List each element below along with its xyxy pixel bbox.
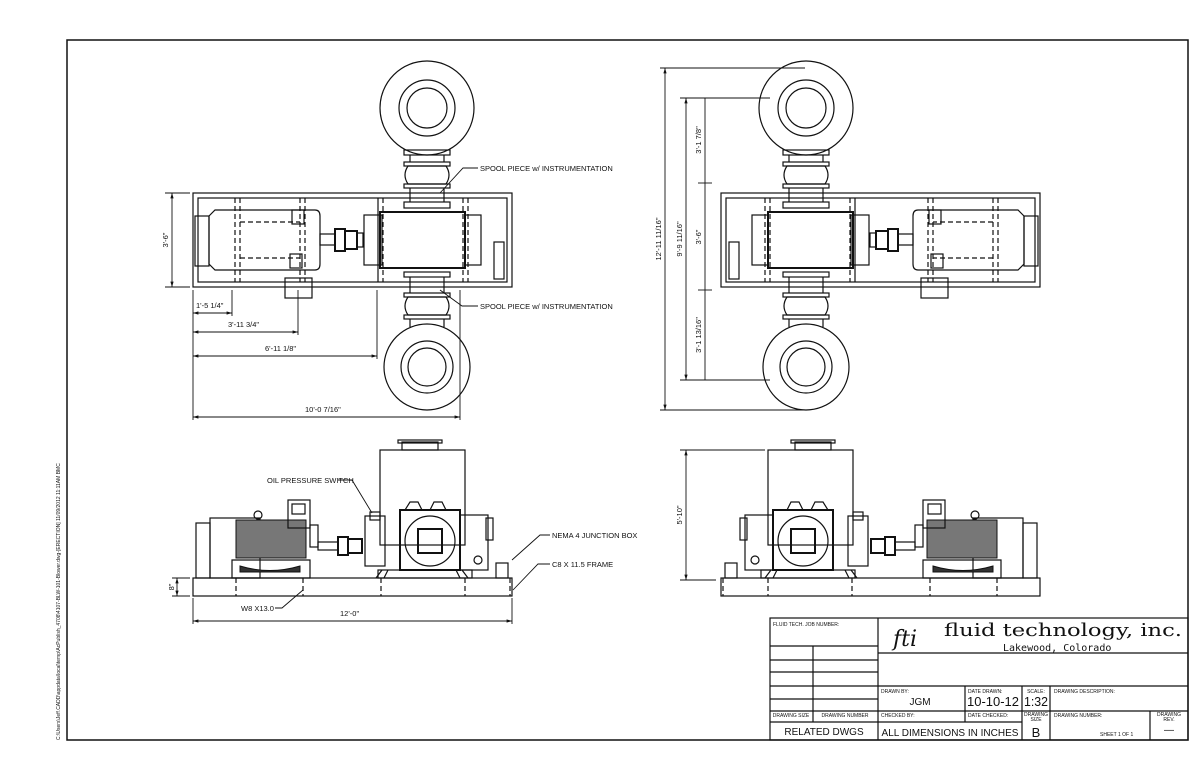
spool-bottom-label: SPOOL PIECE w/ INSTRUMENTATION [480, 302, 613, 311]
company-location: Lakewood, Colorado [1003, 643, 1111, 654]
dim-bottom: 3'-1 13/16" [694, 317, 703, 353]
drawing-number-label: DRAWING NUMBER: [1054, 713, 1102, 719]
dim-height: 5'-10" [675, 505, 684, 524]
scale-label: SCALE: [1027, 689, 1045, 695]
frame-label: C8 X 11.5 FRAME [552, 560, 613, 569]
right-elevation-dimensions: 5'-10" [675, 449, 765, 581]
elevation-view-left [192, 439, 513, 597]
scale-value: 1:32 [1024, 694, 1048, 709]
plan-view-right [720, 60, 1041, 411]
dim-1: 1'-5 1/4" [196, 301, 224, 310]
plan-dimensions: SPOOL PIECE w/ INSTRUMENTATION SPOOL PIE… [161, 164, 613, 420]
sheet-number: SHEET 1 OF 1 [1100, 732, 1133, 738]
drawing-rev-value: — [1164, 725, 1174, 736]
dim-4: 10'-0 7/16" [305, 405, 341, 414]
title-block: FLUID TECH. JOB NUMBER: DRAWING SIZE DRA… [769, 617, 1189, 741]
file-path-stamp: C:\Users\Jeff.CADD\appdata\local\temp\Ac… [56, 463, 62, 740]
job-number-label: FLUID TECH. JOB NUMBER: [773, 622, 839, 628]
related-number-label: DRAWING NUMBER [821, 713, 868, 719]
drawing-description-label: DRAWING DESCRIPTION: [1054, 689, 1115, 695]
dim-top: 3'-1 7/8" [694, 126, 703, 154]
sheet-border [66, 39, 1189, 741]
elevation-view-right [720, 439, 1041, 597]
junction-box-label: NEMA 4 JUNCTION BOX [552, 531, 637, 540]
dim-2: 3'-11 3/4" [228, 320, 259, 329]
company-name: fluid technology, inc. [944, 620, 1182, 641]
date-drawn-label: DATE DRAWN: [968, 689, 1002, 695]
oil-pressure-switch-label: OIL PRESSURE SWITCH [267, 476, 354, 485]
drawing-size-label: DRAWING SIZE [1024, 712, 1048, 723]
drawing-size-value: B [1032, 725, 1041, 740]
date-checked-label: DATE CHECKED: [968, 713, 1008, 719]
right-plan-dimensions: 12'-11 11/16" 9'-9 11/16" 3'-1 7/8" 3'-6… [654, 67, 805, 411]
dim-3: 6'-11 1/8" [265, 344, 296, 353]
dim-overall: 12'-11 11/16" [654, 217, 663, 260]
date-drawn-value: 10-10-12 [967, 694, 1019, 709]
dimensions-note: ALL DIMENSIONS IN INCHES [882, 728, 1019, 739]
dim-mid: 3'-6" [694, 229, 703, 244]
dim-base-height: 8" [167, 583, 176, 590]
dim-flanges: 9'-9 11/16" [675, 221, 684, 257]
drawn-by-value: JGM [909, 697, 930, 708]
drawn-by-label: DRAWN BY: [881, 689, 909, 695]
spool-top-label: SPOOL PIECE w/ INSTRUMENTATION [480, 164, 613, 173]
beam-label: W8 X13.0 [241, 604, 274, 613]
company-logo-mark: fti [891, 627, 917, 652]
related-size-label: DRAWING SIZE [773, 713, 810, 719]
dim-length: 12'-0" [340, 609, 359, 618]
elevation-annotations: OIL PRESSURE SWITCH NEMA 4 JUNCTION BOX … [167, 476, 637, 624]
drawing-rev-label: DRAWING REV. [1157, 712, 1181, 723]
related-dwgs-label: RELATED DWGS [784, 727, 864, 738]
checked-by-label: CHECKED BY: [881, 713, 915, 719]
dim-width: 3'-6" [161, 232, 170, 247]
plan-view-left [192, 60, 513, 411]
